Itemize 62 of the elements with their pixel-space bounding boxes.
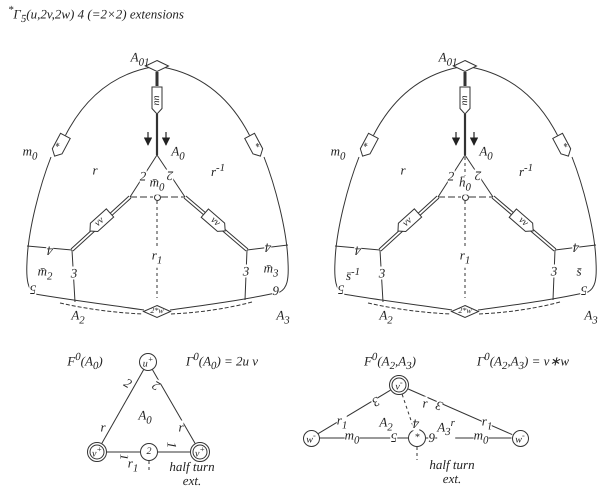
math-label: half turn ext.	[168, 460, 216, 488]
math-label: 6	[272, 284, 280, 298]
math-label: h̄$_{0}$	[459, 176, 471, 194]
math-label: r	[422, 396, 428, 410]
vertex-circle: w$^{-}$	[512, 430, 528, 446]
connector-line	[464, 72, 466, 86]
pentagon-tag: *	[357, 132, 379, 160]
math-label: 6	[428, 432, 436, 444]
math-label: 2	[166, 170, 174, 182]
vertex-label: A$_{01}$	[130, 50, 150, 70]
vertex-circle: 2	[140, 443, 158, 461]
math-label: 3	[550, 264, 558, 278]
connector-line	[408, 388, 513, 436]
connector-line	[464, 200, 466, 298]
diagram-title: $^{*}$Γ$_{5}$(u,2v,2w) 4 (=2×2) extensions	[8, 4, 184, 25]
double-vertex-circle: v$^{+}$	[190, 442, 210, 462]
connector-line	[156, 200, 158, 298]
math-label: half turn ext.	[428, 458, 476, 486]
math-label: r$^{-1}$	[210, 162, 226, 178]
math-label: 5	[580, 284, 588, 298]
double-vertex-circle: v$^{+}$	[87, 442, 107, 462]
connector-line	[152, 369, 196, 444]
math-label: 5	[390, 432, 398, 444]
math-label: 5	[338, 284, 344, 296]
pentagon-tag: uu	[152, 86, 162, 114]
pentagon-tag: *	[49, 132, 71, 160]
connector-line	[416, 446, 418, 460]
math-label: r$_{1}$	[152, 248, 162, 268]
math-label: 3	[242, 264, 250, 278]
math-label: 2	[122, 376, 134, 390]
pentagon-tag: *	[244, 132, 266, 160]
pentagon-tag: uu	[460, 86, 470, 114]
math-label: 5	[30, 284, 36, 296]
diamond-vertex: 2*w	[143, 304, 171, 318]
connector-line	[101, 369, 144, 444]
math-label: r	[178, 420, 184, 434]
pentagon-tag: *	[552, 132, 574, 160]
vertex-circle: *	[408, 429, 426, 447]
math-label: s̄$^{-1}$	[346, 266, 360, 282]
math-label: 3	[378, 266, 386, 280]
math-label: r$_{1}$	[460, 248, 470, 268]
double-vertex-circle: v$^{-}$	[389, 375, 409, 395]
math-label: r$^{-1}$	[518, 162, 534, 178]
math-label: 4	[354, 244, 362, 258]
diamond-vertex: 2*w	[451, 304, 479, 318]
math-label: 3	[370, 394, 382, 410]
vertex-circle: u$^{+}$	[139, 353, 157, 371]
math-label: 1	[166, 442, 178, 448]
math-label: 4	[46, 244, 54, 258]
math-label: 4	[412, 418, 420, 430]
math-label: 3	[434, 398, 444, 414]
math-label: 3	[70, 266, 78, 280]
math-label: 4	[264, 242, 272, 254]
vertex-circle: w$^{-}$	[302, 430, 320, 446]
math-label: 4	[572, 242, 580, 254]
math-label: 2	[474, 170, 482, 182]
math-label: 2	[140, 170, 146, 182]
math-label: 2	[448, 170, 454, 182]
connector-line	[156, 72, 158, 86]
connector-line	[318, 390, 391, 434]
math-label: 2	[150, 378, 162, 394]
vertex-label: A$_{01}$	[438, 50, 458, 70]
